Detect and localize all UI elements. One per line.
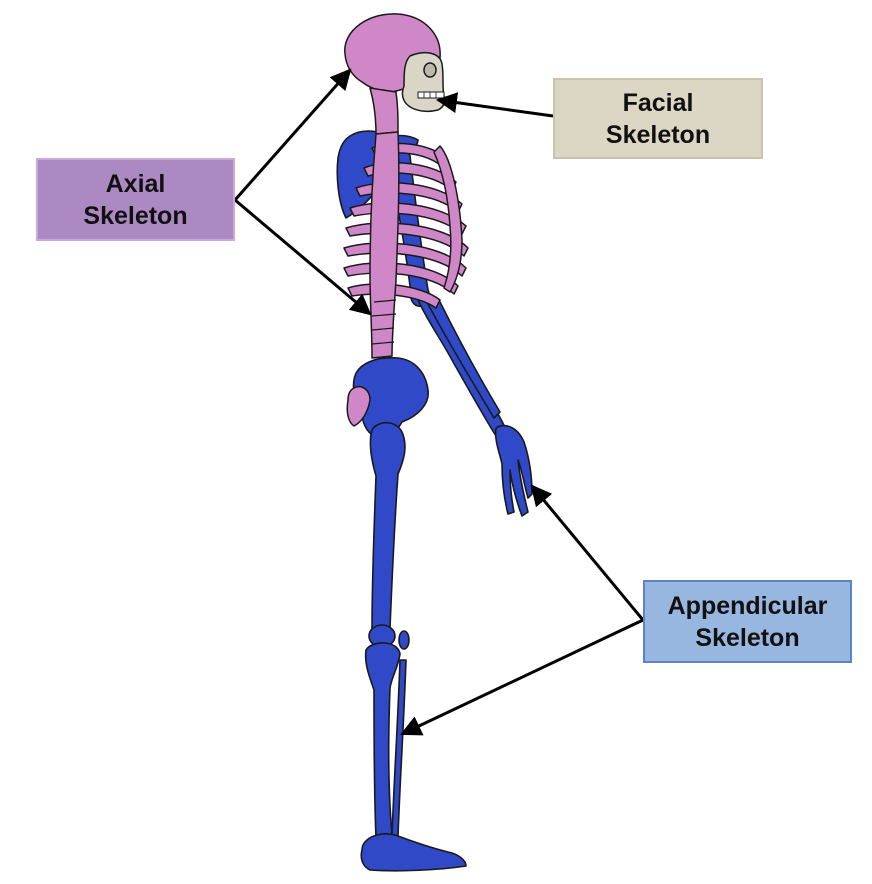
facial-skeleton	[401, 51, 446, 113]
ulna	[427, 301, 501, 419]
axial-label-line2: Skeleton	[83, 201, 188, 230]
axial-skeleton-label: Axial Skeleton	[36, 158, 235, 241]
arrow-appendicular-to-leg	[400, 618, 644, 736]
fibula-head	[398, 630, 410, 650]
femur	[369, 421, 406, 639]
axial-label-line1: Axial	[105, 169, 166, 198]
appendicular-skeleton-label: Appendicular Skeleton	[643, 580, 852, 663]
vertebra-ticks	[371, 299, 397, 345]
facial-label-line2: Skeleton	[605, 120, 711, 149]
appendicular-skeleton	[336, 130, 533, 872]
appendicular-label-line1: Appendicular	[667, 591, 828, 620]
arrow-facial-to-jaw	[435, 92, 554, 118]
facial-label-line1: Facial	[622, 88, 694, 117]
arrow-appendicular-to-hand	[530, 484, 645, 621]
callout-arrows	[233, 68, 645, 736]
sacrum	[346, 386, 371, 427]
fibula	[391, 659, 407, 837]
vertebral-column	[369, 131, 400, 359]
arrow-axial-to-skull	[233, 68, 352, 201]
sternum	[433, 145, 463, 293]
hand	[494, 424, 533, 517]
arrow-axial-to-spine	[234, 198, 372, 316]
appendicular-label-line2: Skeleton	[695, 623, 800, 652]
face-bones	[401, 51, 446, 113]
teeth	[417, 91, 445, 99]
facial-skeleton-label: Facial Skeleton	[553, 78, 763, 159]
foot	[360, 833, 467, 872]
orbit	[423, 62, 437, 78]
cervical-vertebrae	[369, 87, 399, 135]
